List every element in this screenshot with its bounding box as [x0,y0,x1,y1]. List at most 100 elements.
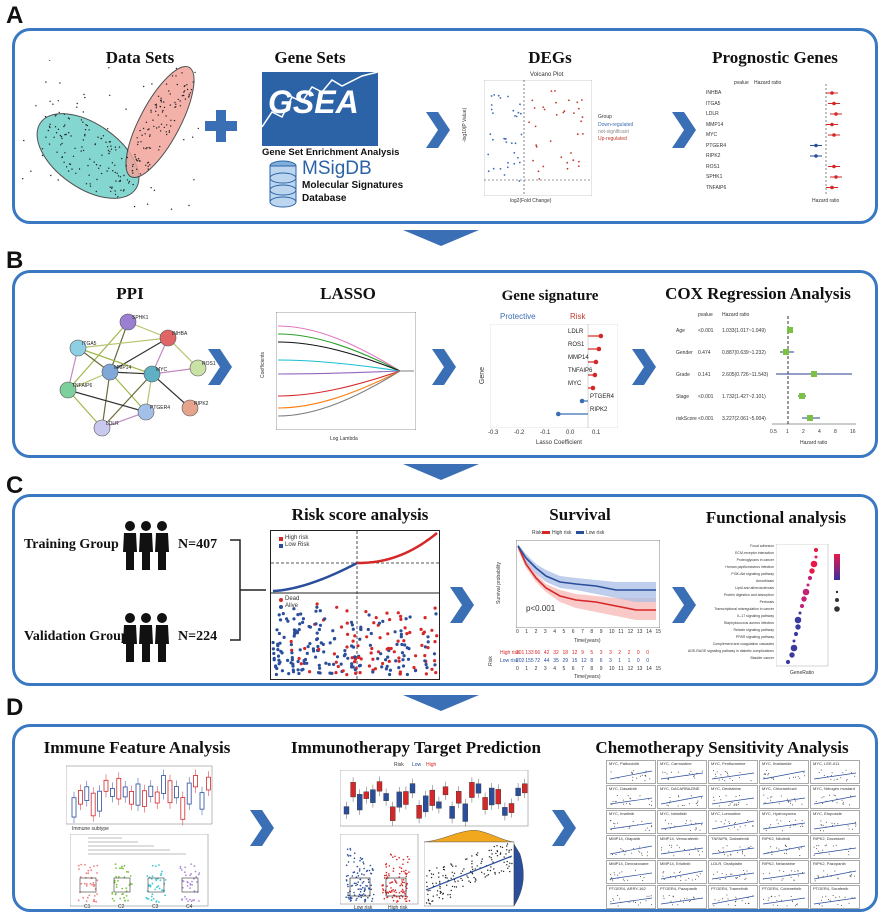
risk-status-point [423,616,427,620]
risk-status-point [388,672,392,677]
immune-box [154,791,160,804]
immune-point [114,863,117,865]
scatter-point [67,117,70,119]
target-point [389,882,391,884]
immune-point [84,864,86,866]
scatter-point [102,135,105,137]
volcano-point [517,156,519,159]
scatter-point [153,125,155,128]
title-risk-score: Risk score analysis [291,505,429,524]
volcano-legend-up: Up-regulated [598,136,627,142]
target-scatter-point [447,894,449,896]
target-box [422,795,429,813]
chemo-cell-title: PTGER4, Trametinib [711,886,748,891]
target-point [385,866,388,868]
target-scatter-point [460,877,462,880]
scatter-point [80,150,82,152]
scatter-point [147,129,149,131]
target-point [396,882,398,884]
scatter-point [53,136,55,138]
scatter-point [82,149,85,152]
ppi-node-label: MMP14 [114,365,131,371]
target-scatter-point [487,874,490,876]
scatter-point [114,164,116,166]
ppi-node-label: TNFAIP6 [72,383,93,389]
target-scatter-point [426,885,428,888]
target-scatter-point [488,849,490,852]
chemo-cell-title: TNFAIP6, Dabrafenib [711,836,750,841]
volcano-ylabel: -log10(P Value) [462,107,469,143]
target-scatter-point [440,891,442,893]
cox-row-hr: 1.732(1.427~2.101) [722,394,766,400]
target-point [404,872,406,874]
survival-table-high: 0 [646,650,649,656]
target-scatter-point [508,849,510,851]
survival-table-high: 5 [590,650,594,656]
chemo-cell: MMP14, Olaparib [606,835,656,859]
target-scatter-point [444,876,447,879]
immune-point [118,876,120,878]
risk-status-point [290,651,294,655]
risk-status-point [318,609,322,613]
functional-term: Human papillomavirus infection [725,565,774,569]
target-scatter-point [472,868,474,871]
risk-status-point [365,635,369,639]
risk-status-point [296,613,300,617]
risk-status-point [397,656,401,660]
risk-status-point [403,626,407,630]
target-point [371,868,374,870]
immune-point [190,900,193,903]
forest-a-gene-label: MYC [706,132,718,138]
risk-status-point [332,662,336,666]
cox-row-name: Stage [676,394,690,400]
target-point [400,870,403,873]
immune-point [163,883,166,885]
risk-status-point [400,642,404,647]
risk-status-point [385,664,389,668]
target-point [347,861,350,863]
target-point [372,893,375,896]
immune-point [184,895,186,898]
ppi-edge [77,347,153,375]
immune-box [148,785,154,797]
risk-status-point [353,668,357,672]
immune-point [119,867,121,870]
target-box [343,806,350,815]
volcano-point [576,101,579,104]
target-scatter-point [488,856,491,858]
lasso-path [277,370,414,375]
scatter-point [84,129,87,131]
target-scatter-point [450,889,452,892]
scatter-point [47,129,49,132]
chemo-cell-title: RIPK2, Nilotinib [762,836,791,841]
target-point [393,890,395,893]
immune-point [190,873,192,875]
functional-term: Lipid and atherosclerosis [735,586,774,590]
functional-dot [813,547,819,553]
risk-status-point [308,670,312,674]
chemo-cell: MMP14, Dexrazoxane [606,860,656,884]
forest-a-gene-label: SPHK1 [706,174,723,180]
immune-box [174,786,179,799]
signature-gene-label: MMP14 [568,355,589,361]
signature-point [598,333,604,339]
immune-point [161,870,163,873]
target-box [350,782,356,798]
target-point [401,881,404,884]
scatter-point [148,128,150,130]
target-scatter-point [469,881,472,884]
scatter-point [132,165,134,168]
scatter-point [160,97,162,99]
target-point [401,888,404,891]
risk-status-point [301,617,305,621]
immune-point [93,865,95,867]
immune-point [95,900,98,903]
scatter-point [161,111,164,113]
chemo-cell: RIPK2, Nilotinib [759,835,809,859]
forest-a-point [814,143,818,148]
risk-status-point [303,646,307,651]
risk-status-point [373,667,377,671]
risk-status-point [396,639,400,643]
target-scatter-point [438,876,440,878]
